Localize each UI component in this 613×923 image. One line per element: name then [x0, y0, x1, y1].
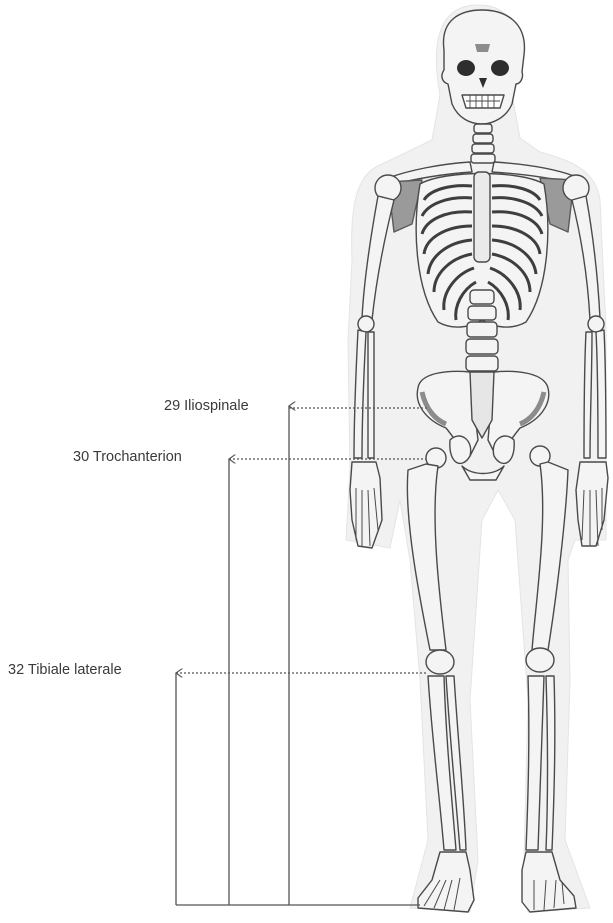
tibiale-laterale-label: 32 Tibiale laterale	[8, 662, 122, 678]
trochanterion-label: 30 Trochanterion	[73, 449, 182, 465]
lumbar-spine	[466, 290, 498, 371]
cervical-spine	[471, 124, 495, 163]
iliospinale-label: 29 Iliospinale	[164, 398, 249, 414]
